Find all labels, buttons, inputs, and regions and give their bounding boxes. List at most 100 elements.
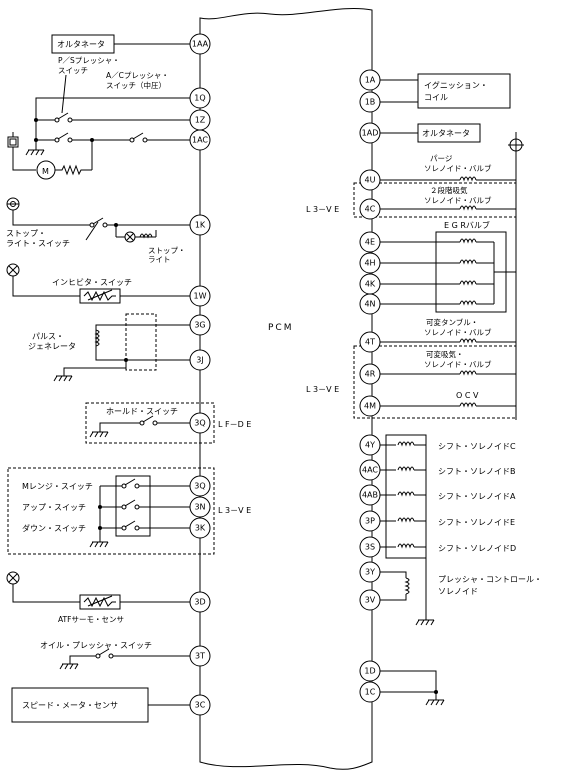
svg-text:ソレノイド: ソレノイド xyxy=(438,587,478,596)
svg-text:オイル・プレッシャ・スイッチ: オイル・プレッシャ・スイッチ xyxy=(40,641,152,650)
svg-text:スイッチ（中圧）: スイッチ（中圧） xyxy=(106,80,166,90)
terminal-3P: 3P xyxy=(365,517,375,526)
svg-text:オルタネータ: オルタネータ xyxy=(57,40,105,49)
svg-text:ライト: ライト xyxy=(148,255,171,264)
svg-text:スイッチ: スイッチ xyxy=(58,66,88,75)
terminal-4R: 4R xyxy=(365,370,376,379)
svg-text:スピード・メータ・センサ: スピード・メータ・センサ xyxy=(22,701,118,710)
two-stage-intake: L 3－V E ２段階吸気 ソレノイド・バルブ xyxy=(306,182,517,218)
terminal-1Z: 1Z xyxy=(195,116,206,125)
svg-text:シフト・ソレノイドB: シフト・ソレノイドB xyxy=(438,467,516,476)
inhibitor-group: インヒビタ・スイッチ xyxy=(6,263,190,304)
terminal-1C: 1C xyxy=(365,688,376,697)
svg-text:ストップ・: ストップ・ xyxy=(148,246,186,255)
terminal-1D: 1D xyxy=(364,667,375,676)
svg-text:ストップ・: ストップ・ xyxy=(6,229,46,238)
svg-text:Mレンジ・スイッチ: Mレンジ・スイッチ xyxy=(22,482,93,491)
terminal-1AA: 1AA xyxy=(192,40,209,49)
svg-text:L 3－V E: L 3－V E xyxy=(306,385,339,394)
svg-text:シフト・ソレノイドC: シフト・ソレノイドC xyxy=(438,442,516,451)
terminal-3Q-hold: 3Q xyxy=(194,419,205,428)
alternator-right: オルタネータ xyxy=(378,123,481,143)
range-switch-group: Mレンジ・スイッチ アップ・スイッチ ダウン・スイッチ L 3－V E xyxy=(7,467,251,555)
terminals-left: 1AA 1Q 1Z 1AC 1K 1W 3G 3J 3Q 3Q 3N 3K 3D… xyxy=(189,33,211,716)
ignition-coil-group: イグニッション・ コイル xyxy=(378,73,511,109)
svg-text:パルス・: パルス・ xyxy=(32,332,64,341)
terminal-1B: 1B xyxy=(365,98,376,107)
terminal-4Y: 4Y xyxy=(365,441,375,450)
svg-text:ATFサーモ・センサ: ATFサーモ・センサ xyxy=(58,615,124,624)
svg-text:P／Sプレッシャ・: P／Sプレッシャ・ xyxy=(58,56,120,65)
terminal-3T: 3T xyxy=(195,652,205,661)
svg-text:L 3－V E: L 3－V E xyxy=(306,205,339,214)
pulse-generator-group: パルス・ ジェネレータ xyxy=(28,313,190,382)
terminal-4T: 4T xyxy=(365,338,375,347)
svg-text:インヒビタ・スイッチ: インヒビタ・スイッチ xyxy=(52,278,132,287)
stop-light-group: ストップ・ ライト・スイッチ ストップ・ ライト xyxy=(6,197,190,264)
svg-text:ホールド・スイッチ: ホールド・スイッチ xyxy=(106,407,178,416)
terminal-1K: 1K xyxy=(195,221,206,230)
svg-text:ソレノイド・バルブ: ソレノイド・バルブ xyxy=(424,359,492,369)
terminal-4N: 4N xyxy=(364,300,375,309)
terminal-3V: 3V xyxy=(365,596,376,605)
svg-text:O C V: O C V xyxy=(456,391,479,400)
terminal-1A: 1A xyxy=(365,76,376,85)
purge-solenoid: パージ ソレノイド・バルブ xyxy=(378,154,516,182)
oil-pressure-group: オイル・プレッシャ・スイッチ xyxy=(40,641,190,670)
terminal-4M: 4M xyxy=(364,402,376,411)
terminal-3Q-range: 3Q xyxy=(194,482,205,491)
pcm-body xyxy=(199,7,373,770)
terminal-4AC: 4AC xyxy=(362,466,378,475)
terminal-3D: 3D xyxy=(194,598,205,607)
terminal-3K: 3K xyxy=(195,524,206,533)
svg-text:ライト・スイッチ: ライト・スイッチ xyxy=(6,239,70,248)
speedometer-sensor-group: スピード・メータ・センサ xyxy=(11,687,190,723)
shift-solenoids: シフト・ソレノイドC シフト・ソレノイドB シフト・ソレノイドA シフト・ソレノ… xyxy=(378,434,516,559)
svg-text:ダウン・スイッチ: ダウン・スイッチ xyxy=(22,523,86,533)
terminal-4AB: 4AB xyxy=(362,491,378,500)
svg-text:アップ・スイッチ: アップ・スイッチ xyxy=(22,503,86,512)
terminal-4K: 4K xyxy=(365,280,376,289)
svg-text:ソレノイド・バルブ: ソレノイド・バルブ xyxy=(424,195,492,205)
svg-text:ソレノイド・バルブ: ソレノイド・バルブ xyxy=(424,163,492,173)
alternator-left: オルタネータ xyxy=(51,34,190,54)
svg-text:オルタネータ: オルタネータ xyxy=(422,129,470,138)
svg-text:シフト・ソレノイドA: シフト・ソレノイドA xyxy=(438,492,516,501)
variable-intake-ocv: L 3－V E 可変吸気・ ソレノイド・バルブ O C V xyxy=(306,345,517,419)
terminal-1Q: 1Q xyxy=(194,94,205,103)
terminal-3J: 3J xyxy=(196,356,203,365)
terminal-3C: 3C xyxy=(195,701,206,710)
terminal-3Y: 3Y xyxy=(365,568,375,577)
svg-text:プレッシャ・コントロール・: プレッシャ・コントロール・ xyxy=(438,575,542,584)
hold-switch-group: ホールド・スイッチ L F－D E xyxy=(85,402,251,444)
svg-text:L F－D E: L F－D E xyxy=(218,420,251,429)
terminal-3G: 3G xyxy=(194,321,205,330)
svg-text:パージ: パージ xyxy=(430,154,453,163)
svg-text:シフト・ソレノイドD: シフト・ソレノイドD xyxy=(438,544,516,553)
svg-text:A／Cプレッシャ・: A／Cプレッシャ・ xyxy=(106,71,169,80)
motor-assembly: M xyxy=(7,132,92,180)
svg-text:２段階吸気: ２段階吸気 xyxy=(430,185,468,195)
terminal-4E: 4E xyxy=(365,238,375,247)
svg-text:E G Rバルブ: E G Rバルブ xyxy=(444,220,490,230)
egr-valve: E G Rバルブ xyxy=(378,220,516,313)
terminal-3N: 3N xyxy=(194,503,205,512)
pressure-control-solenoid: プレッシャ・コントロール・ ソレノイド xyxy=(378,435,542,626)
terminal-3S: 3S xyxy=(365,543,375,552)
svg-text:ソレノイド・バルブ: ソレノイド・バルブ xyxy=(424,327,492,337)
terminal-4U: 4U xyxy=(365,176,376,185)
terminal-4H: 4H xyxy=(364,259,375,268)
motor-icon: M xyxy=(42,167,49,176)
variable-tumble: 可変タンブル・ ソレノイド・バルブ xyxy=(378,317,516,344)
svg-text:可変タンブル・: 可変タンブル・ xyxy=(426,317,478,327)
terminal-1AD: 1AD xyxy=(362,129,379,138)
svg-text:L 3－V E: L 3－V E xyxy=(218,506,251,515)
terminal-1W: 1W xyxy=(194,292,207,301)
svg-text:シフト・ソレノイドE: シフト・ソレノイドE xyxy=(438,518,515,527)
terminals-right: 1A 1B 1AD 4U 4C 4E 4H 4K 4N 4T 4R 4M 4Y … xyxy=(359,69,381,703)
terminal-4C: 4C xyxy=(365,205,376,214)
svg-text:ジェネレータ: ジェネレータ xyxy=(28,342,76,351)
pcm-label: PCM xyxy=(268,323,293,333)
